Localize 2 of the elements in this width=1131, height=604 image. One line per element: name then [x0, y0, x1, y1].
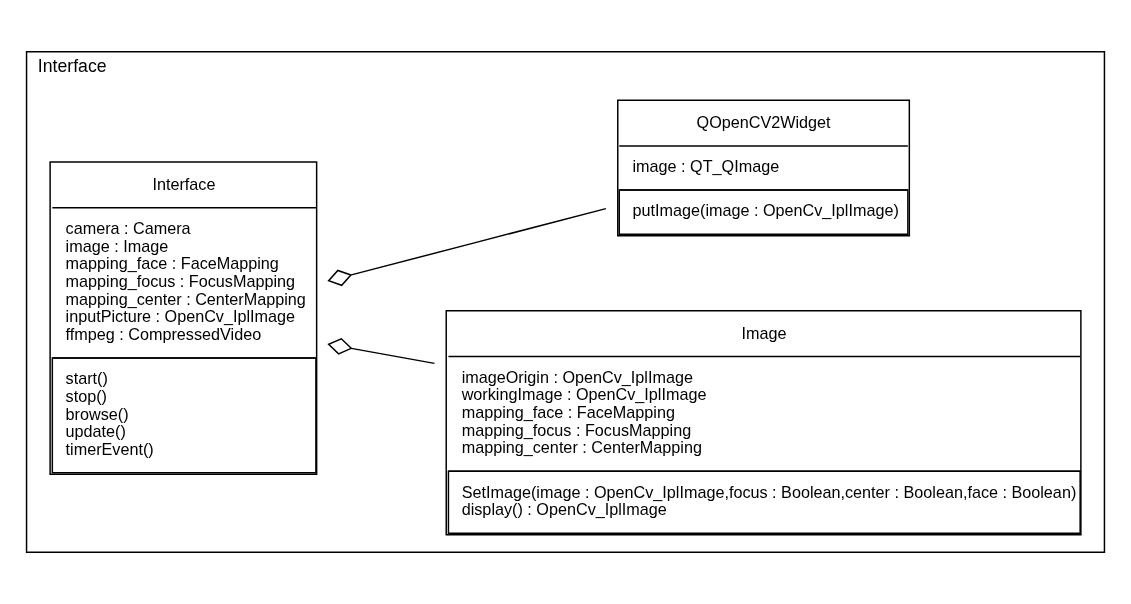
- connector: [327, 207, 607, 287]
- connector: [327, 337, 436, 365]
